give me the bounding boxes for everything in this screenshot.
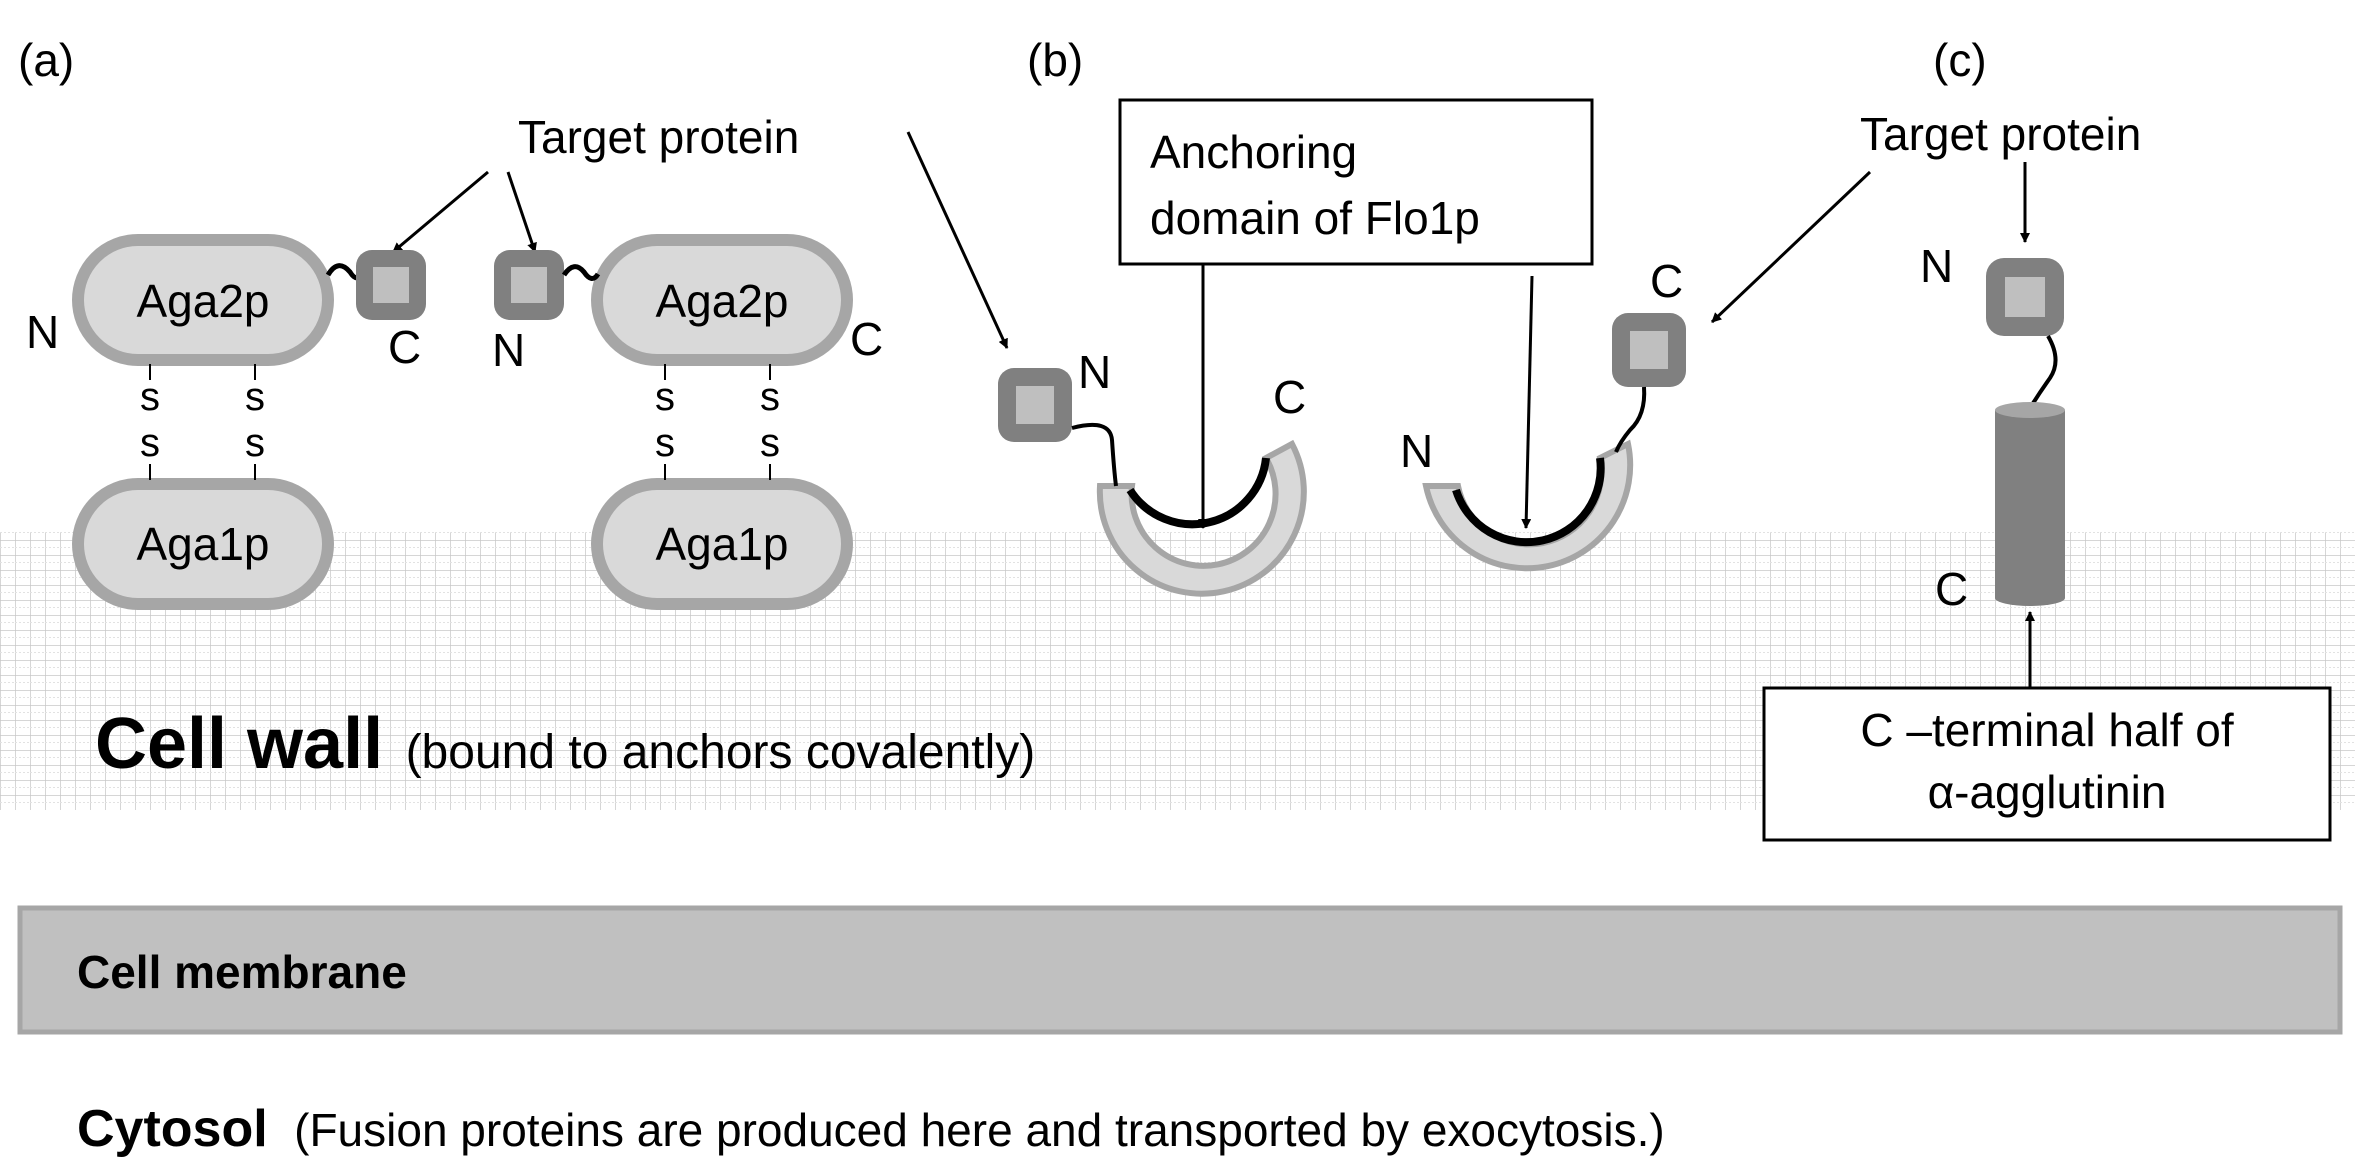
cell-membrane-bar — [17, 905, 2343, 1035]
agglutinin-label-line1: C –terminal half of — [1860, 704, 2233, 756]
cell-wall-title: Cell wall — [95, 704, 383, 784]
disulfide-s: s — [140, 375, 160, 419]
flo1p-binding-groove-right — [1452, 457, 1605, 547]
aga1p-capsule-right — [591, 478, 853, 610]
c-terminus-b-left: C — [1273, 371, 1306, 423]
linker-b-right — [1614, 386, 1647, 453]
aga2p-label-right: Aga2p — [655, 275, 788, 327]
aga1p-capsule-left — [72, 478, 334, 610]
linker-c — [2028, 334, 2058, 410]
arrow-flo1p-right — [1521, 275, 1534, 529]
disulfide-s: s — [655, 375, 675, 419]
flo1p-binding-groove-left — [1126, 457, 1270, 529]
cytosol-note: (Fusion proteins are produced here and t… — [294, 1104, 1665, 1156]
n-terminus-tag-a-right: N — [492, 324, 525, 376]
arrow-target-a-right — [506, 171, 537, 253]
arrow-target-b — [906, 131, 1009, 349]
n-terminus-b-right: N — [1400, 425, 1433, 477]
aga2p-label-left: Aga2p — [136, 275, 269, 327]
aga2p-capsule-left — [72, 234, 334, 366]
aga1p-label-right: Aga1p — [655, 518, 788, 570]
flo1p-label-line1: Anchoring — [1150, 126, 1357, 178]
arrow-target-c-left — [1710, 170, 1872, 324]
c-terminus-tag-a-left: C — [388, 321, 421, 373]
target-protein-label-a: Target protein — [518, 111, 799, 163]
target-protein-label-c: Target protein — [1860, 108, 2141, 160]
disulfide-s: s — [655, 421, 675, 465]
target-protein-tag-b-left-inner — [1016, 386, 1054, 424]
c-terminus-aga-right: C — [850, 313, 883, 365]
cytosol-label: Cytosol (Fusion proteins are produced he… — [77, 1100, 1665, 1158]
disulfide-s: s — [760, 375, 780, 419]
aga2p-capsule-right — [591, 234, 853, 366]
target-protein-tag-b-right-inner — [1630, 331, 1668, 369]
cell-wall-note: (bound to anchors covalently) — [406, 726, 1036, 779]
agglutinin-cylinder-body — [1995, 410, 2065, 598]
disulfide-s: s — [140, 421, 160, 465]
panel-label-a: (a) — [18, 34, 74, 86]
linker-b-left — [1071, 423, 1118, 487]
flo1p-label-box — [1118, 98, 1594, 266]
target-protein-tag-a-left-inner — [373, 267, 409, 303]
n-terminus-b-left: N — [1078, 346, 1111, 398]
disulfide-bonds-left: s s s s — [140, 364, 265, 480]
disulfide-s: s — [245, 375, 265, 419]
agglutinin-cylinder-bottom — [1995, 590, 2065, 606]
disulfide-s: s — [245, 421, 265, 465]
agglutinin-cylinder-top — [1995, 402, 2065, 418]
n-terminus-aga-left: N — [26, 306, 59, 358]
cytosol-title: Cytosol — [77, 1100, 268, 1158]
cell-membrane-label: Cell membrane — [77, 946, 407, 998]
panel-label-c: (c) — [1933, 34, 1987, 86]
disulfide-bonds-right: s s s s — [655, 364, 780, 480]
flo1p-label-line2: domain of Flo1p — [1150, 192, 1480, 244]
cell-wall-label: Cell wall (bound to anchors covalently) — [95, 704, 1035, 784]
aga1p-label-left: Aga1p — [136, 518, 269, 570]
flo1p-crescent-left — [1096, 439, 1307, 597]
n-terminus-c: N — [1920, 240, 1953, 292]
target-protein-tag-a-right-inner — [511, 267, 547, 303]
linker-right — [561, 264, 601, 281]
agglutinin-label-box — [1762, 686, 2332, 842]
c-terminus-b-right: C — [1650, 255, 1683, 307]
arrow-target-a-left — [392, 170, 489, 254]
target-protein-tag-c-inner — [2005, 277, 2045, 317]
agglutinin-label-line2: α-agglutinin — [1928, 766, 2167, 818]
disulfide-s: s — [760, 421, 780, 465]
panel-label-b: (b) — [1027, 34, 1083, 86]
c-terminus-c: C — [1935, 563, 1968, 615]
